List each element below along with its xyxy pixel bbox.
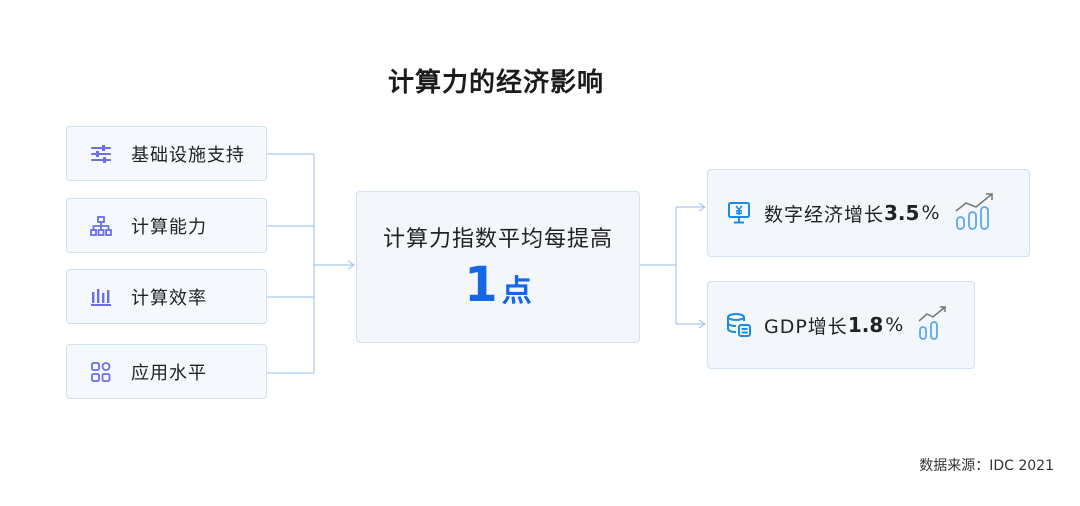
database-icon — [726, 312, 752, 338]
output-unit: % — [921, 202, 940, 224]
growth-chart-icon — [954, 191, 998, 235]
output-label: 数字经济增长 — [764, 203, 885, 226]
growth-chart-icon — [917, 305, 949, 345]
apps-grid-icon — [87, 360, 115, 384]
diagram-title: 计算力的经济影响 — [388, 68, 605, 98]
output-value: 1.8 — [847, 313, 884, 337]
bar-chart-icon — [87, 285, 115, 309]
center-text: 计算力指数平均每提高 — [382, 226, 613, 252]
yuan-monitor-icon — [726, 200, 752, 226]
center-unit: 点 — [501, 273, 532, 309]
input-computing-efficiency: 计算效率 — [66, 269, 267, 324]
output-digital-economy: 数字经济增长 3.5 % — [707, 169, 1030, 257]
output-label: GDP增长 — [764, 315, 848, 338]
input-infrastructure: 基础设施支持 — [66, 126, 267, 181]
input-label: 基础设施支持 — [131, 144, 245, 166]
output-unit: % — [885, 314, 904, 336]
output-gdp: GDP增长 1.8 % — [707, 281, 975, 369]
center-box: 计算力指数平均每提高 1 点 — [356, 191, 640, 343]
input-label: 计算效率 — [131, 287, 207, 309]
center-value: 1 点 — [464, 261, 531, 310]
hierarchy-icon — [87, 214, 115, 238]
input-application-level: 应用水平 — [66, 344, 267, 399]
input-label: 应用水平 — [131, 362, 207, 384]
center-number: 1 — [464, 256, 498, 313]
source-note: 数据来源：IDC 2021 — [919, 458, 1054, 474]
sliders-icon — [87, 142, 115, 166]
input-computing-power: 计算能力 — [66, 198, 267, 253]
output-value: 3.5 — [884, 201, 920, 225]
input-label: 计算能力 — [131, 216, 207, 238]
